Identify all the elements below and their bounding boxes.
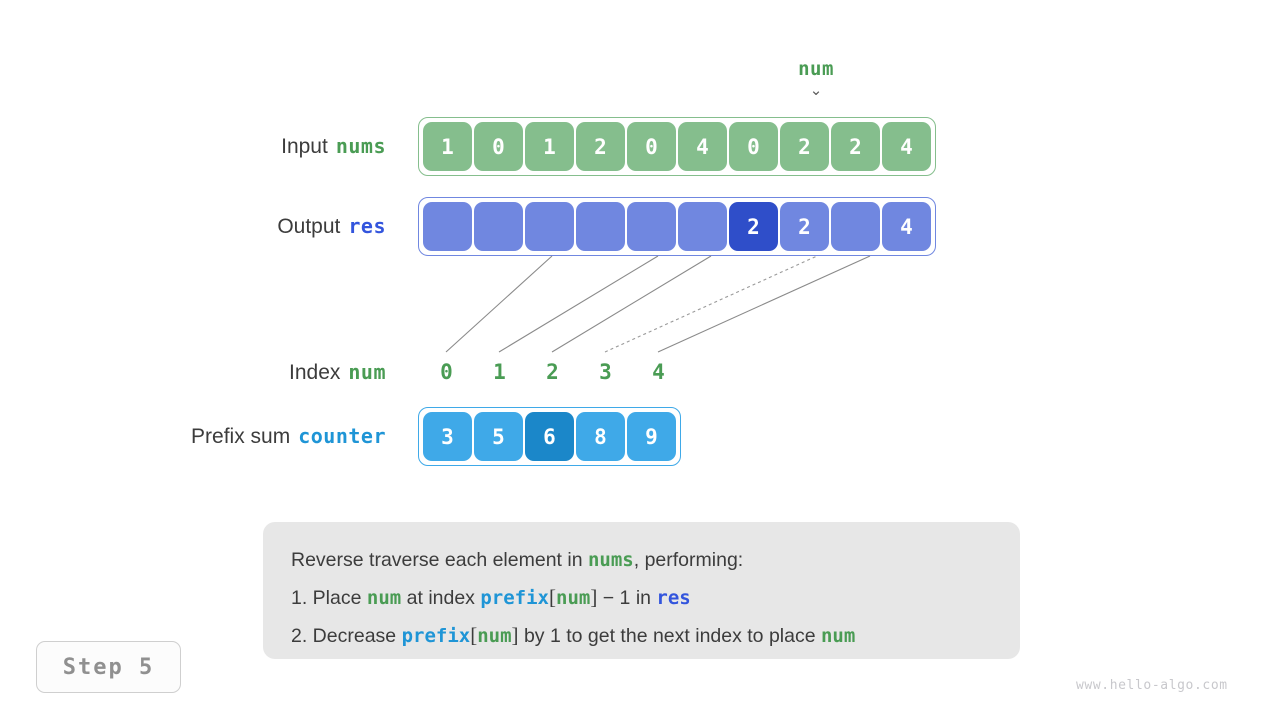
- caption-code-prefix: prefix: [480, 587, 549, 609]
- caption-code-num: num: [477, 625, 512, 647]
- index-value: 2: [546, 360, 559, 384]
- index-value: 4: [652, 360, 665, 384]
- step-badge: Step 5: [36, 641, 181, 693]
- input-cell[interactable]: 2: [780, 122, 829, 171]
- prefix-label-text: Prefix sum: [191, 425, 291, 448]
- output-cell[interactable]: [423, 202, 472, 251]
- prefix-cell[interactable]: 3: [423, 412, 472, 461]
- caption-code-prefix: prefix: [401, 625, 471, 647]
- input-cell[interactable]: 4: [678, 122, 727, 171]
- index-label-text: Index: [289, 361, 341, 384]
- prefix-cell[interactable]: 5: [474, 412, 523, 461]
- caption-bracket: ]: [511, 623, 519, 647]
- output-row-label: Output res: [100, 213, 386, 240]
- output-cell[interactable]: 2: [780, 202, 829, 251]
- connector-line-0: [445, 255, 553, 353]
- output-cell[interactable]: [576, 202, 625, 251]
- output-cell[interactable]: [678, 202, 727, 251]
- input-array: 1 0 1 2 0 4 0 2 2 4: [418, 117, 936, 176]
- input-cell[interactable]: 2: [576, 122, 625, 171]
- chevron-down-icon: ⌄: [809, 81, 823, 99]
- caption-bracket: [: [470, 623, 478, 647]
- index-value: 1: [493, 360, 506, 384]
- prefix-cell[interactable]: 9: [627, 412, 676, 461]
- caption-text: 1. Place: [291, 587, 367, 609]
- caption-code-num: num: [820, 625, 856, 647]
- prefix-cell[interactable]: 8: [576, 412, 625, 461]
- prefix-cell-highlighted[interactable]: 6: [525, 412, 574, 461]
- prefix-array: 3 5 6 8 9: [418, 407, 681, 466]
- prefix-var-name: counter: [298, 424, 386, 448]
- caption-line-3: 2. Decrease prefix[num] by 1 to get the …: [291, 617, 992, 655]
- caption-code-nums: nums: [587, 549, 634, 571]
- caption-text: 2. Decrease: [291, 625, 402, 647]
- output-cell-highlighted[interactable]: 2: [729, 202, 778, 251]
- watermark: www.hello-algo.com: [1076, 678, 1228, 693]
- caption-text: at index: [401, 587, 481, 609]
- caption-text: , performing:: [633, 549, 744, 571]
- caption-code-num: num: [556, 587, 591, 609]
- prefix-row-label: Prefix sum counter: [60, 423, 386, 450]
- input-cell[interactable]: 0: [627, 122, 676, 171]
- caption-bracket: [: [549, 585, 556, 609]
- input-var-name: nums: [335, 134, 386, 158]
- caption-code-res: res: [656, 587, 691, 609]
- caption-line-1: Reverse traverse each element in nums, p…: [291, 542, 992, 579]
- index-value: 3: [599, 360, 612, 384]
- input-label-text: Input: [281, 135, 328, 158]
- caption-box: Reverse traverse each element in nums, p…: [263, 522, 1020, 659]
- input-cell[interactable]: 1: [423, 122, 472, 171]
- index-row-label: Index num: [100, 359, 386, 386]
- input-cell[interactable]: 4: [882, 122, 931, 171]
- connector-line-3: [604, 255, 818, 353]
- caption-text: − 1 in: [597, 587, 657, 609]
- output-cell[interactable]: [627, 202, 676, 251]
- output-cell[interactable]: [474, 202, 523, 251]
- input-row-label: Input nums: [100, 133, 386, 160]
- index-var-name: num: [348, 360, 386, 384]
- input-cell[interactable]: 1: [525, 122, 574, 171]
- caption-text: by 1 to get the next index to place: [518, 625, 821, 647]
- output-cell[interactable]: 4: [882, 202, 931, 251]
- output-var-name: res: [348, 214, 386, 238]
- output-array: 2 2 4: [418, 197, 936, 256]
- output-cell[interactable]: [831, 202, 880, 251]
- input-cell[interactable]: 2: [831, 122, 880, 171]
- output-label-text: Output: [277, 215, 341, 238]
- num-pointer: num ⌄: [776, 58, 856, 98]
- output-cell[interactable]: [525, 202, 574, 251]
- num-pointer-label: num: [798, 58, 834, 80]
- connector-line-1: [498, 255, 659, 353]
- caption-bracket: ]: [590, 585, 598, 609]
- input-cell[interactable]: 0: [729, 122, 778, 171]
- connector-line-4: [657, 255, 871, 353]
- connector-line-2: [551, 255, 712, 353]
- caption-code-num: num: [366, 587, 402, 609]
- input-cell[interactable]: 0: [474, 122, 523, 171]
- caption-line-2: 1. Place num at index prefix[num] − 1 in…: [291, 579, 992, 617]
- caption-text: Reverse traverse each element in: [291, 549, 588, 571]
- index-values: 0 1 2 3 4: [420, 359, 685, 385]
- index-value: 0: [440, 360, 453, 384]
